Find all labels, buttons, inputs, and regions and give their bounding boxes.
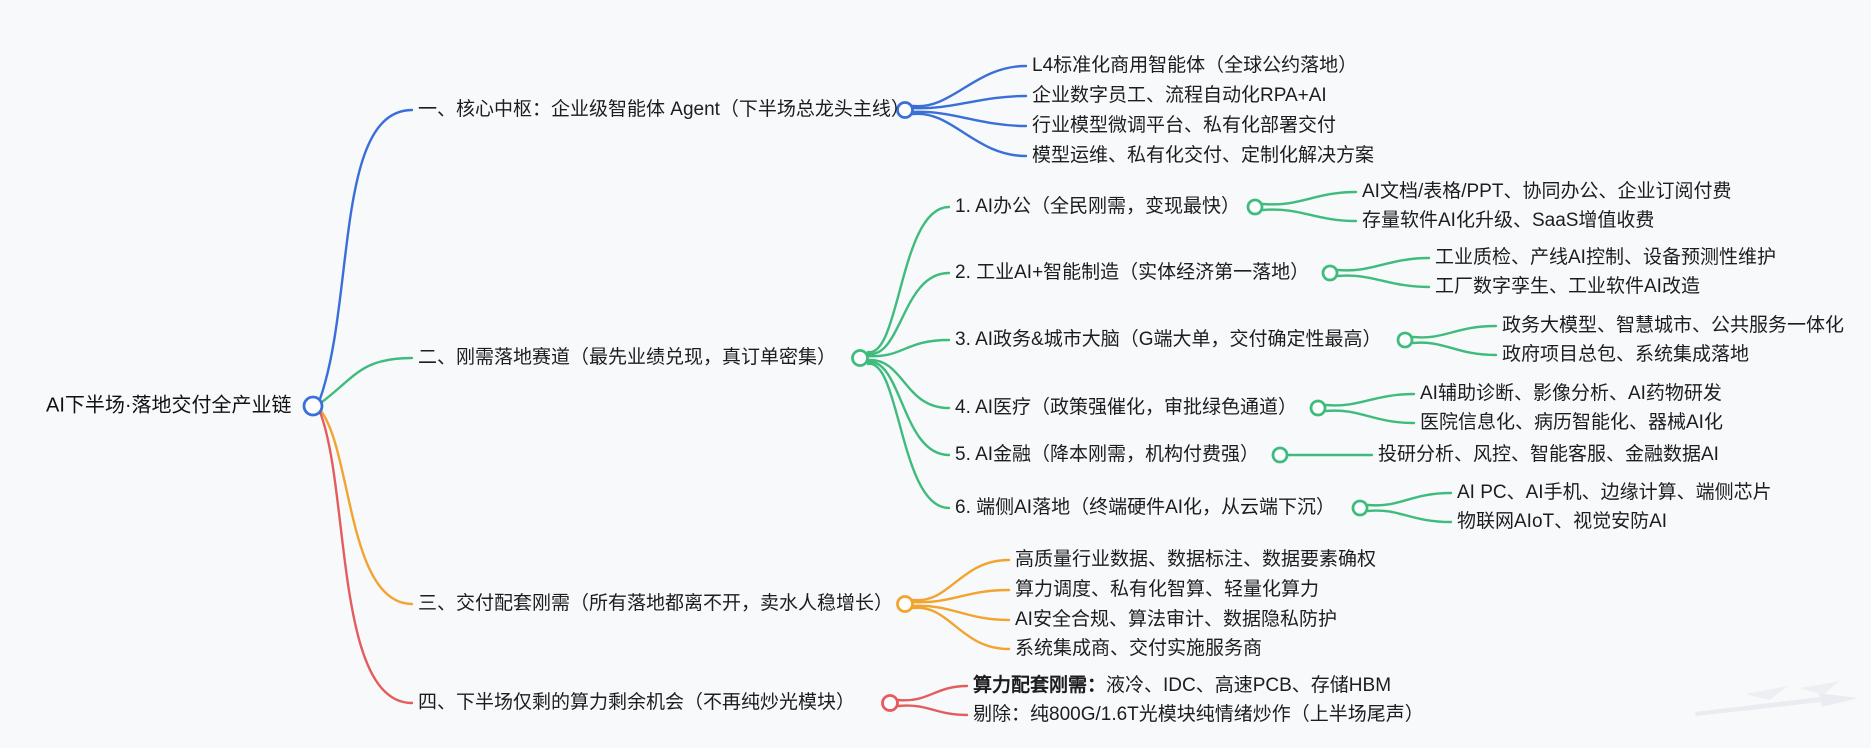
branch-node-1[interactable]: 一、核心中枢：企业级智能体 Agent（下半场总龙头主线） <box>418 99 910 121</box>
collapse-ring-sub6[interactable] <box>1351 499 1369 517</box>
edge-sub3-leaf2 <box>1411 341 1498 357</box>
edge-sub4-leaf2 <box>1324 409 1416 425</box>
leaf-node-4-2[interactable]: 剔除：纯800G/1.6T光模块纯情绪炒作（上半场尾声） <box>973 704 1424 726</box>
edge-b3-leaf3 <box>911 604 1011 622</box>
edge-root-branch3 <box>319 409 414 606</box>
edge-b1-leaf1 <box>911 64 1028 108</box>
edge-b2-sub6 <box>866 362 951 510</box>
leaf-node-1-3[interactable]: 行业模型微调平台、私有化部署交付 <box>1032 115 1337 137</box>
edge-b1-leaf4 <box>911 112 1028 158</box>
subbranch-node-2-2[interactable]: 2. 工业AI+智能制造（实体经济第一落地） <box>955 262 1310 284</box>
leaf-node-3-2[interactable]: 算力调度、私有化智算、轻量化算力 <box>1015 579 1320 601</box>
edge-root-branch2 <box>320 356 414 404</box>
edge-root-branch4 <box>318 410 414 705</box>
leaf-node-2-6-1[interactable]: AI PC、AI手机、边缘计算、端侧芯片 <box>1457 482 1772 504</box>
edge-b2-sub3 <box>866 338 951 358</box>
leaf-node-2-5-1[interactable]: 投研分析、风控、智能客服、金融数据AI <box>1378 444 1719 466</box>
leaf-node-4-1[interactable]: 算力配套刚需：液冷、IDC、高速PCB、存储HBM <box>973 674 1391 698</box>
collapse-ring-sub2[interactable] <box>1321 264 1339 282</box>
edge-b2-sub2 <box>866 271 951 356</box>
collapse-ring-sub5[interactable] <box>1271 446 1289 464</box>
edge-sub3-leaf1 <box>1411 324 1498 339</box>
edge-sub2-leaf2 <box>1336 274 1431 289</box>
leaf-node-2-3-2[interactable]: 政府项目总包、系统集成落地 <box>1502 344 1750 366</box>
branch-node-4[interactable]: 四、下半场仅剩的算力剩余机会（不再纯炒光模块） <box>418 692 856 714</box>
leaf-node-3-4[interactable]: 系统集成商、交付实施服务商 <box>1015 638 1263 660</box>
leaf-node-2-1-1[interactable]: AI文档/表格/PPT、协同办公、企业订阅付费 <box>1362 181 1732 203</box>
leaf-node-2-4-1[interactable]: AI辅助诊断、影像分析、AI药物研发 <box>1420 383 1722 405</box>
edge-b2-sub4 <box>866 358 951 410</box>
edge-b4-leaf1 <box>896 684 969 702</box>
leaf-node-2-4-2[interactable]: 医院信息化、病历智能化、器械AI化 <box>1420 412 1723 434</box>
leaf-node-2-1-2[interactable]: 存量软件AI化升级、SaaS增值收费 <box>1362 210 1655 232</box>
leaf-node-4-1-bold-prefix: 算力配套刚需： <box>973 675 1107 697</box>
edge-sub6-leaf1 <box>1366 491 1453 507</box>
edge-root-branch1 <box>318 108 414 401</box>
leaf-node-1-4[interactable]: 模型运维、私有化交付、定制化解决方案 <box>1032 145 1375 167</box>
edge-b3-leaf4 <box>911 606 1011 651</box>
subbranch-node-2-4[interactable]: 4. AI医疗（政策强催化，审批绿色通道） <box>955 397 1298 419</box>
collapse-ring-branch2[interactable] <box>851 349 869 367</box>
leaf-node-4-1-text: 液冷、IDC、高速PCB、存储HBM <box>1106 675 1392 697</box>
edge-b3-leaf1 <box>911 558 1011 602</box>
branch-node-3[interactable]: 三、交付配套刚需（所有落地都离不开，卖水人稳增长） <box>418 593 894 615</box>
leaf-node-2-3-1[interactable]: 政务大模型、智慧城市、公共服务一体化 <box>1502 315 1845 337</box>
subbranch-node-2-6[interactable]: 6. 端侧AI落地（终端硬件AI化，从云端下沉） <box>955 497 1336 519</box>
collapse-ring-sub3[interactable] <box>1396 331 1414 349</box>
edge-b2-sub5 <box>866 360 951 457</box>
edge-b4-leaf2 <box>896 704 969 717</box>
subbranch-node-2-1[interactable]: 1. AI办公（全民刚需，变现最快） <box>955 196 1241 218</box>
leaf-node-1-2[interactable]: 企业数字员工、流程自动化RPA+AI <box>1032 85 1327 107</box>
edge-sub6-leaf2 <box>1366 509 1453 524</box>
edge-sub1-leaf2 <box>1261 208 1358 223</box>
edge-sub1-leaf1 <box>1261 190 1358 206</box>
leaf-node-3-3[interactable]: AI安全合规、算法审计、数据隐私防护 <box>1015 609 1337 631</box>
leaf-node-2-2-2[interactable]: 工厂数字孪生、工业软件AI改造 <box>1435 276 1700 298</box>
collapse-ring-branch3[interactable] <box>896 595 914 613</box>
root-node[interactable]: AI下半场·落地交付全产业链 <box>46 394 292 417</box>
watermark-arrows-icon <box>1695 681 1858 716</box>
edge-b2-sub1 <box>866 205 951 354</box>
edge-sub4-leaf1 <box>1324 392 1416 407</box>
edge-b1-leaf3 <box>911 110 1028 128</box>
edge-sub2-leaf1 <box>1336 256 1431 272</box>
subbranch-node-2-5[interactable]: 5. AI金融（降本刚需，机构付费强） <box>955 444 1260 466</box>
leaf-node-3-1[interactable]: 高质量行业数据、数据标注、数据要素确权 <box>1015 549 1377 571</box>
leaf-node-1-1[interactable]: L4标准化商用智能体（全球公约落地） <box>1032 55 1358 77</box>
leaf-node-2-2-1[interactable]: 工业质检、产线AI控制、设备预测性维护 <box>1435 247 1776 269</box>
collapse-ring-branch1[interactable] <box>896 101 914 119</box>
subbranch-node-2-3[interactable]: 3. AI政务&城市大脑（G端大单，交付确定性最高） <box>955 329 1382 351</box>
edge-b1-leaf2 <box>911 94 1028 110</box>
leaf-node-2-6-2[interactable]: 物联网AIoT、视觉安防AI <box>1457 511 1668 533</box>
collapse-ring-branch4[interactable] <box>881 694 899 712</box>
collapse-ring-sub1[interactable] <box>1246 198 1264 216</box>
collapse-ring-sub4[interactable] <box>1309 399 1327 417</box>
edge-b3-leaf2 <box>911 588 1011 604</box>
collapse-ring-root[interactable] <box>302 395 324 417</box>
branch-node-2[interactable]: 二、刚需落地赛道（最先业绩兑现，真订单密集） <box>418 347 837 369</box>
